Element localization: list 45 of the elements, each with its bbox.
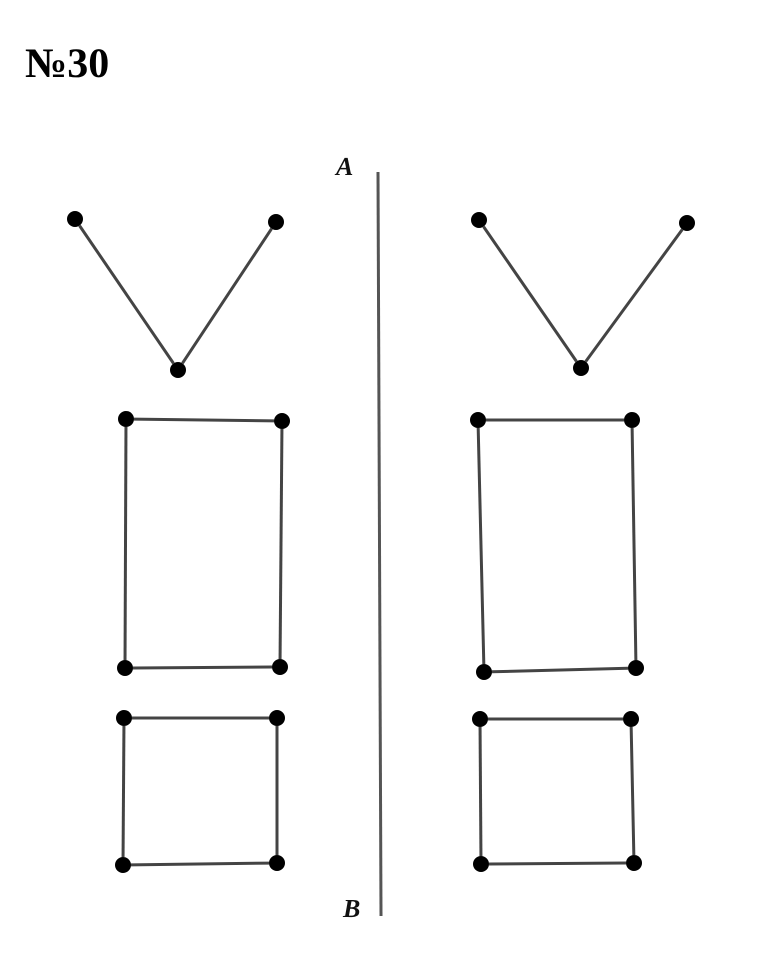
point-label: B [343,894,360,924]
point-dot [624,412,640,428]
point-dot [269,710,285,726]
point-dot [679,215,695,231]
point-dot [272,659,288,675]
point-label: A [336,152,354,182]
line-segment [122,726,126,858]
point-dot [269,855,285,871]
line-segment [132,666,272,670]
point-dot [118,411,134,427]
point-dot [67,211,83,227]
point-dot [274,413,290,429]
point-dot [470,412,486,428]
point-dot [626,855,642,871]
point-dot [623,711,639,727]
line-segment [130,862,270,866]
line-segment [478,726,482,856]
line-segment [482,226,578,362]
line-segment [486,418,624,422]
line-segment [630,726,636,856]
line-segment [492,666,628,674]
line-segment [630,428,638,660]
point-dot [268,214,284,230]
line-segment [132,716,269,720]
point-dot [472,711,488,727]
point-dot [170,362,186,378]
line-segment [278,428,284,660]
line-segment [488,862,626,866]
line-segment [78,224,175,364]
problem-number: №30 [25,40,110,88]
point-dot [117,660,133,676]
point-dot [628,660,644,676]
line-segment [124,427,128,660]
line-segment [134,418,274,422]
point-dot [116,710,132,726]
point-dot [471,212,487,228]
line-segment [476,428,486,664]
point-dot [115,857,131,873]
line-segment [584,228,684,362]
point-dot [476,664,492,680]
point-dot [573,360,589,376]
point-dot [473,856,489,872]
line-segment [181,228,273,364]
line-segment [488,718,623,720]
line-segment [276,726,278,855]
